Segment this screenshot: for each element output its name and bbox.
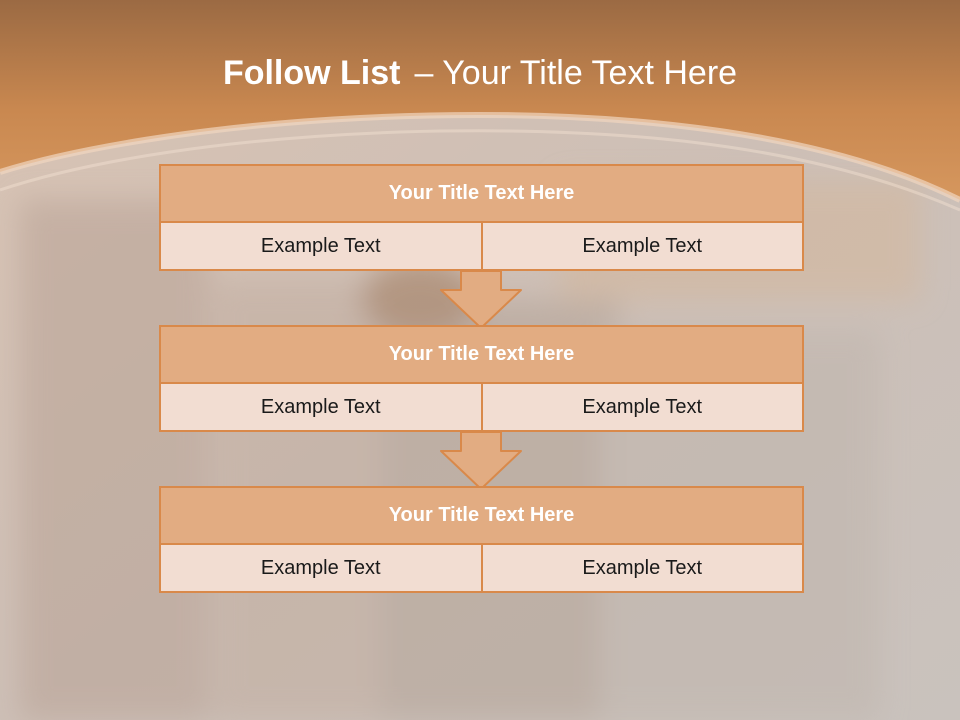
title-rest: – Your Title Text Here — [414, 54, 738, 92]
block-cell-left: Example Text — [260, 395, 381, 418]
slide-title: Follow List – Your Title Text Here — [0, 54, 960, 93]
block-title: Your Title Text Here — [161, 327, 802, 384]
block-title: Your Title Text Here — [161, 488, 802, 545]
down-arrow-icon — [440, 431, 522, 490]
list-block-3: Your Title Text Here Example Text Exampl… — [159, 486, 804, 593]
block-cell-left: Example Text — [260, 234, 381, 257]
down-arrow-icon — [440, 270, 522, 329]
block-row: Example Text Example Text — [161, 545, 802, 591]
block-title: Your Title Text Here — [161, 166, 802, 223]
block-row: Example Text Example Text — [161, 384, 802, 430]
block-row: Example Text Example Text — [161, 223, 802, 269]
title-bold: Follow List — [222, 54, 401, 92]
block-cell-right: Example Text — [480, 545, 803, 591]
list-block-1: Your Title Text Here Example Text Exampl… — [159, 164, 804, 271]
list-block-2: Your Title Text Here Example Text Exampl… — [159, 325, 804, 432]
block-cell-right: Example Text — [480, 384, 803, 430]
block-cell-right: Example Text — [480, 223, 803, 269]
block-cell-left: Example Text — [260, 556, 381, 579]
